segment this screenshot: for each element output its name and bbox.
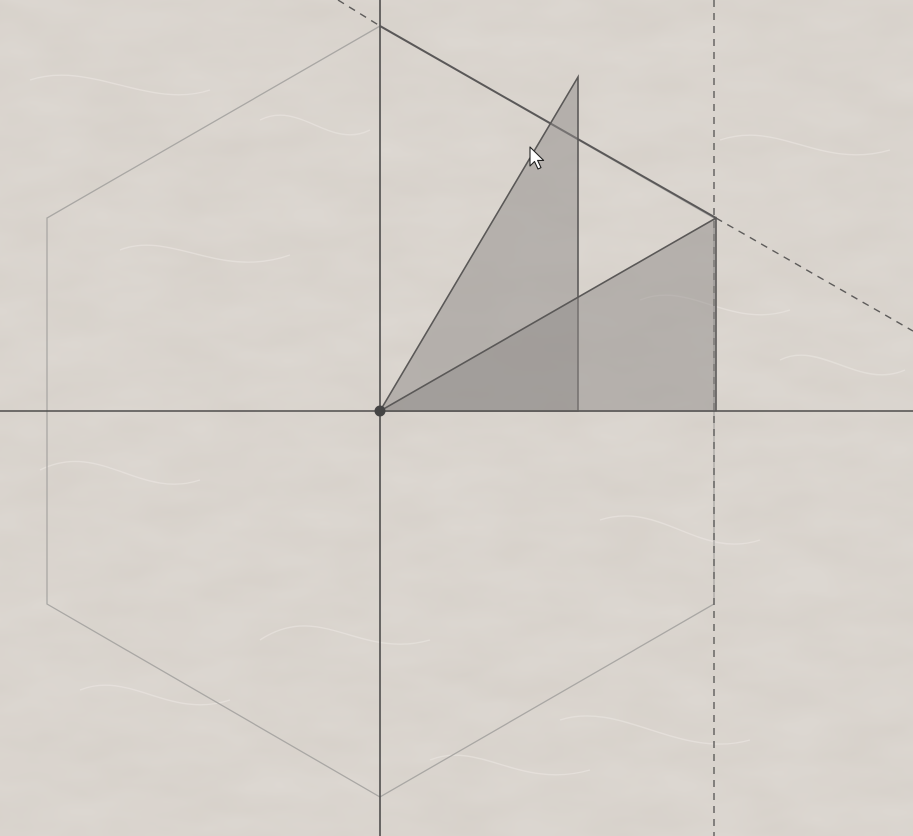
hexagon-top-right-edge (379, 25, 717, 219)
origin-point[interactable] (374, 405, 386, 417)
diagonal-guide-left (337, 0, 381, 27)
wide-right-triangle[interactable] (377, 216, 717, 412)
paper-fibers (29, 74, 906, 776)
mouse-pointer-arrow-icon (529, 146, 545, 170)
